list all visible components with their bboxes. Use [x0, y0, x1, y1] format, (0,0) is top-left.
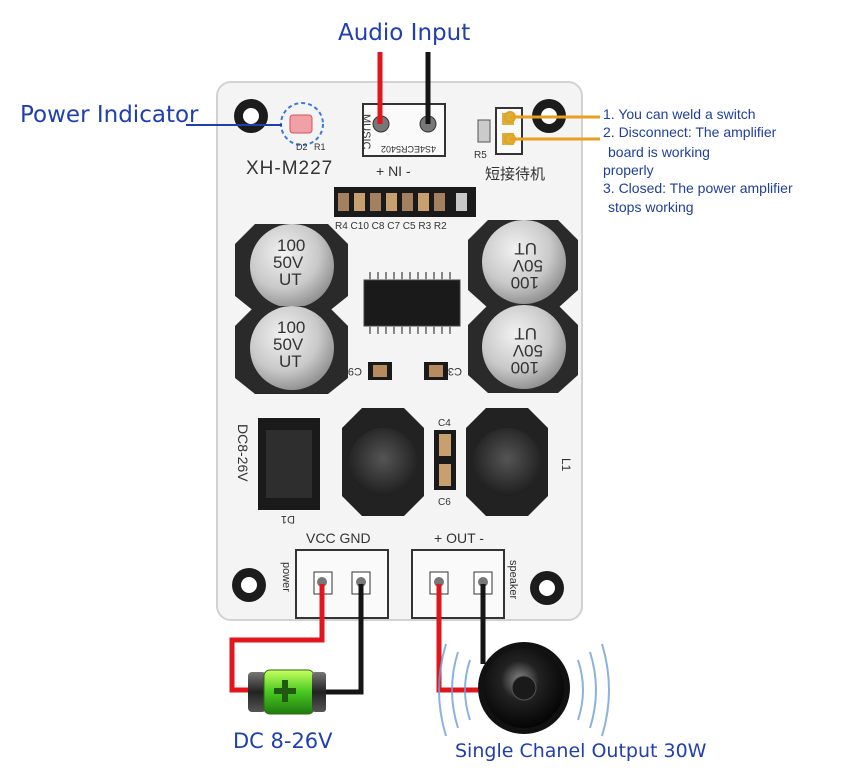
audio-wires [377, 52, 431, 124]
c4-c6-components [434, 430, 456, 490]
standby-notes: 1. You can weld a switch 2. Disconnect: … [603, 106, 793, 215]
out-label: + OUT - [434, 530, 484, 546]
inductor-right [466, 408, 548, 516]
note-line-4: properly [603, 162, 654, 178]
capacitor-top-left: 100 50V UT [235, 224, 348, 312]
music-text: MUSIC [360, 114, 372, 150]
speaker-icon [478, 642, 570, 734]
power-terminal [295, 549, 389, 619]
sound-waves-icon [438, 643, 610, 737]
svg-text:50V: 50V [512, 256, 543, 275]
svg-text:UT: UT [279, 352, 302, 371]
r5-text: R5 [474, 150, 487, 161]
smd-components [334, 187, 476, 217]
chip-code-text: 4S4ECR5402 [381, 144, 436, 154]
battery-icon [248, 669, 326, 715]
model-text: XH-M227 [246, 158, 333, 179]
d1-text: D1 [281, 513, 295, 525]
in-label: + NI - [376, 163, 411, 179]
audio-input-label: Audio Input [338, 20, 470, 46]
svg-text:50V: 50V [273, 335, 304, 354]
standby-leads [504, 111, 600, 145]
capacitor-bottom-left: 100 50V UT [235, 306, 348, 394]
c9-text: C9 [348, 365, 362, 377]
svg-text:100: 100 [277, 318, 305, 337]
note-line-6: stops working [608, 199, 694, 215]
svg-text:100: 100 [511, 273, 539, 292]
note-line-5: 3. Closed: The power amplifier [603, 180, 793, 196]
l1-text: L1 [559, 458, 573, 472]
capacitor-top-right: 100 50V UT [468, 220, 578, 308]
dc-voltage-label: DC 8-26V [233, 729, 333, 753]
note-line-2: 2. Disconnect: The amplifier [603, 124, 777, 140]
svg-text:UT: UT [514, 239, 537, 258]
speaker-text: speaker [507, 560, 519, 599]
power-led [289, 114, 313, 134]
svg-text:UT: UT [279, 270, 302, 289]
svg-text:50V: 50V [273, 253, 304, 272]
standby-text: 短接待机 [485, 166, 545, 183]
c9-c3-pads [368, 362, 448, 380]
note-line-1: 1. You can weld a switch [603, 106, 756, 122]
r1-text: R1 [314, 142, 326, 152]
power-wires [229, 584, 364, 695]
svg-text:100: 100 [277, 236, 305, 255]
diode-d1 [258, 418, 320, 510]
d2-text: D2 [296, 142, 308, 152]
power-text: power [280, 562, 292, 592]
dc-rating-text: DC8-26V [235, 424, 251, 482]
svg-text:100: 100 [511, 358, 539, 377]
svg-text:UT: UT [514, 324, 537, 343]
c3-text: C3 [448, 365, 462, 377]
smd-row-text: R4 C10 C8 C7 C5 R3 R2 [335, 221, 447, 232]
output-label: Single Chanel Output 30W [455, 740, 707, 762]
c4-text: C4 [438, 418, 451, 429]
vcc-gnd-text: VCC GND [306, 530, 371, 546]
note-line-3: board is working [608, 144, 710, 160]
capacitor-bottom-right: 100 50V UT [468, 305, 578, 393]
power-indicator-label: Power Indicator [20, 102, 199, 128]
inductor-left [342, 408, 424, 516]
c6-text: C6 [438, 497, 451, 508]
svg-text:50V: 50V [512, 341, 543, 360]
amplifier-chip [363, 272, 461, 334]
